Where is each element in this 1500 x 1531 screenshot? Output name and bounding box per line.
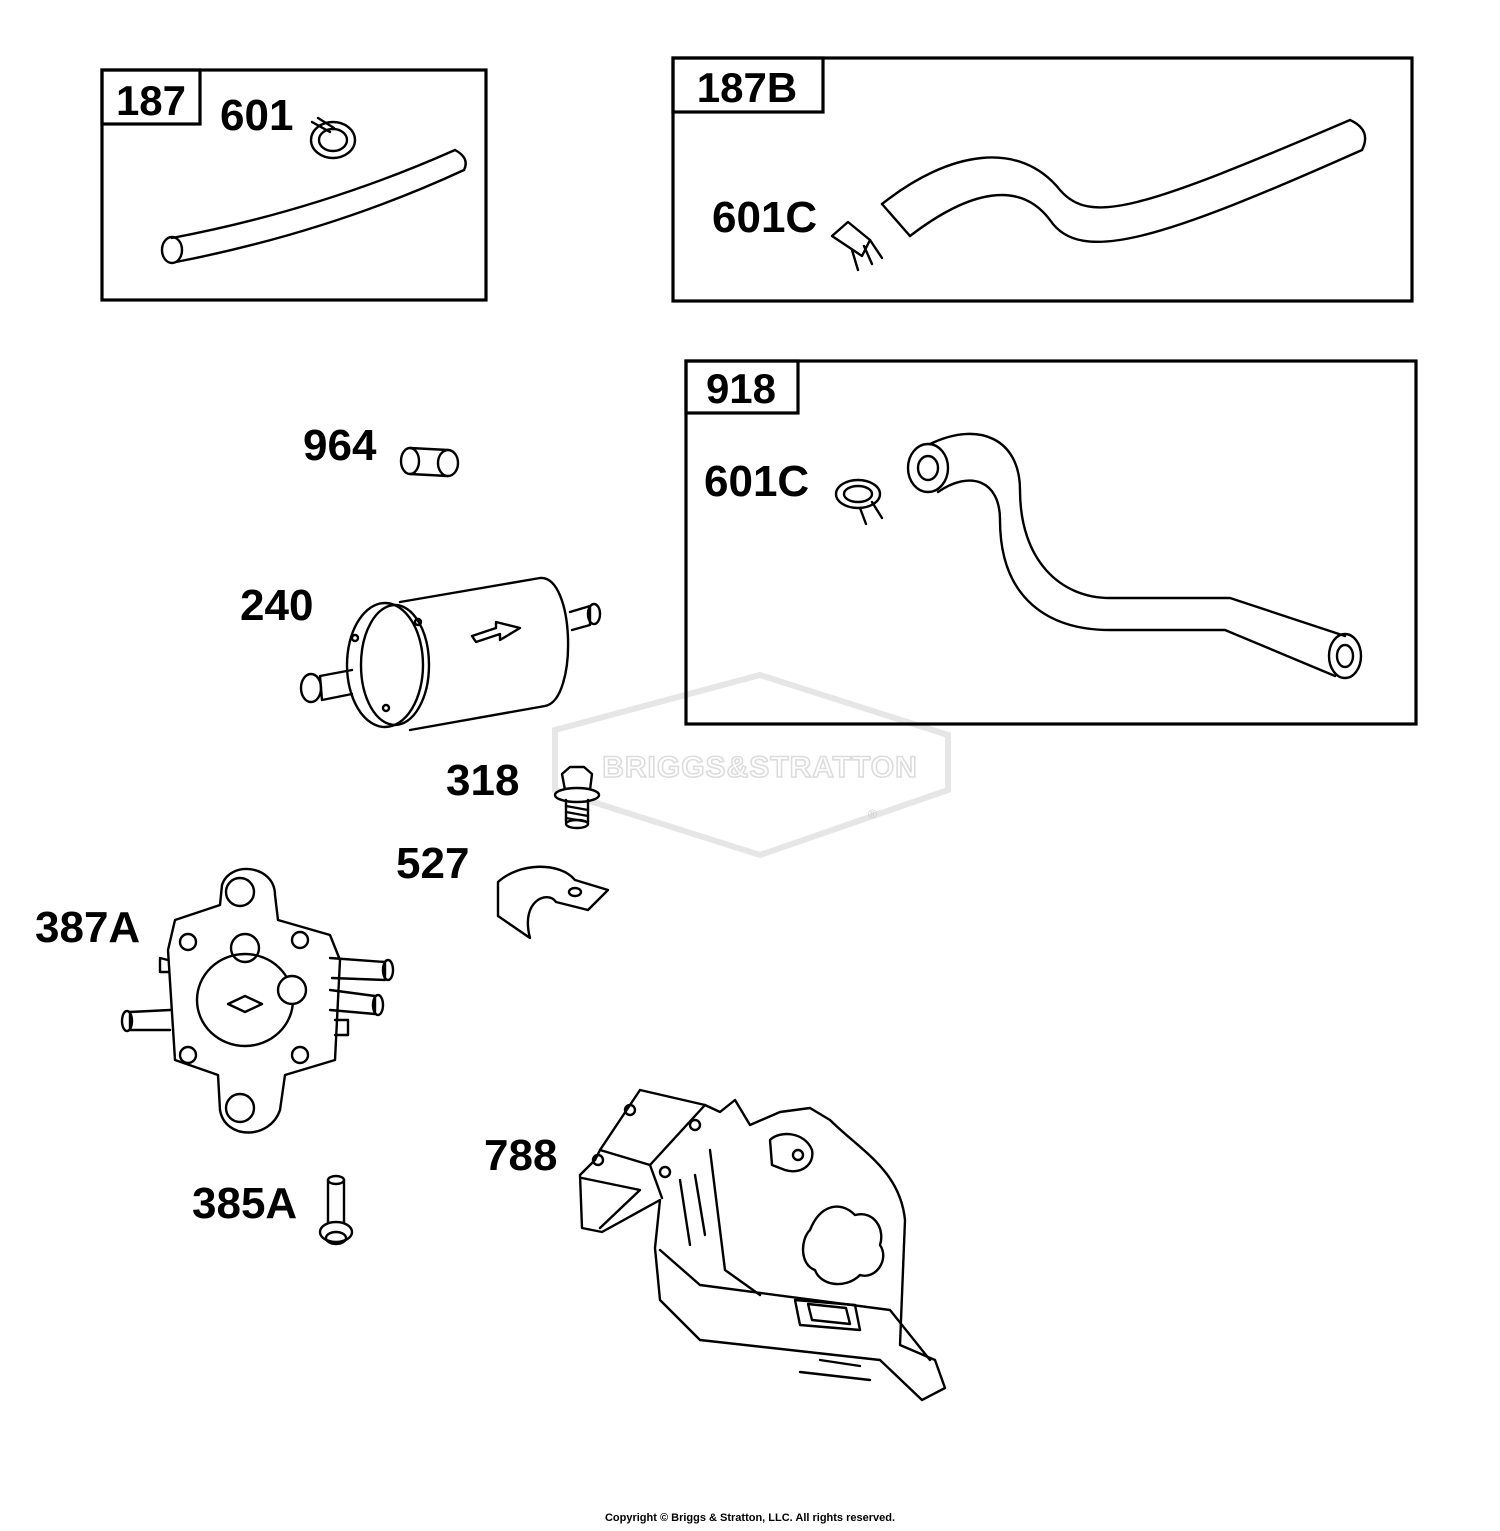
fuel-filter-240-icon [299, 576, 602, 732]
bracket-788-icon [578, 1088, 947, 1402]
hose-918-icon [906, 432, 1363, 680]
part-label-601C-918: 601C [704, 457, 809, 506]
bolt-318-icon [553, 765, 601, 830]
panel-187-label-box [100, 68, 202, 126]
panel-187B-label: 187B [697, 64, 797, 111]
part-label-601C-187B: 601C [712, 193, 817, 242]
part-label-788: 788 [484, 1131, 557, 1180]
watermark-registered-mark: ® [868, 807, 877, 821]
clip-527-icon [496, 865, 610, 940]
fuel-pump-387A-icon [120, 867, 395, 1134]
panel-187B: 187B 601C [671, 56, 1414, 303]
clamp-601C-918-icon [834, 478, 884, 526]
clamp-601C-187B-icon [830, 220, 884, 272]
part-label-964: 964 [303, 421, 377, 470]
watermark-brand-text: BRIGGS&STRATTON [602, 751, 918, 784]
panel-187B-label-box [671, 56, 825, 114]
part-label-240: 240 [240, 581, 313, 630]
part-label-387A: 387A [35, 903, 140, 952]
panel-187: 187 601 [100, 68, 488, 302]
clamp-601-icon [309, 116, 357, 160]
hose-187-icon [160, 148, 467, 265]
hose-187B-icon [880, 118, 1367, 244]
part-label-385A: 385A [192, 1179, 297, 1228]
copyright-notice: Copyright © Briggs & Stratton, LLC. All … [604, 1512, 896, 1524]
panel-187-label: 187 [116, 77, 186, 124]
panel-918: 918 601C [684, 359, 1418, 726]
part-label-318: 318 [446, 756, 519, 805]
panel-187B-frame [671, 56, 1414, 303]
panel-918-frame [684, 359, 1418, 726]
panel-918-label-box [684, 359, 800, 415]
panel-187-frame [100, 68, 488, 302]
sleeve-964-icon [399, 446, 460, 478]
part-label-601: 601 [220, 91, 293, 140]
screw-385A-icon [318, 1174, 354, 1246]
brand-watermark: BRIGGS&STRATTON ® [552, 671, 951, 859]
panel-918-label: 918 [706, 365, 776, 412]
part-label-527: 527 [396, 839, 469, 888]
